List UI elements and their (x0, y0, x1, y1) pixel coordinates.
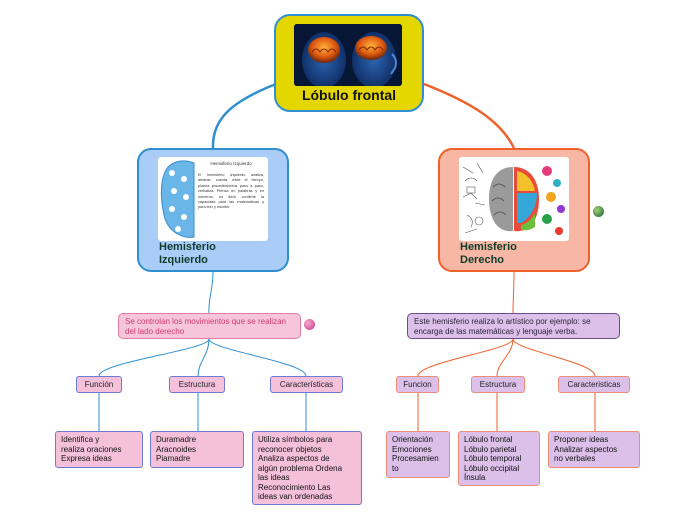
globe-icon[interactable] (304, 319, 315, 330)
leaf-line: Proponer ideas (554, 435, 609, 444)
leaf-line: Expresa ideas (61, 454, 112, 463)
left-image-text: El hemisferio izquierdo analiza, abstrae… (198, 173, 264, 210)
right-leaf-caracteristicas[interactable]: Proponer ideas Analizar aspectos no verb… (548, 431, 640, 468)
left-note[interactable]: Se controlan los movimientos que se real… (118, 313, 301, 339)
leaf-line: ideas van ordenadas (258, 492, 333, 501)
leaf-line: realiza oraciones (61, 444, 122, 454)
right-note[interactable]: Este hemisferio realiza lo artístico por… (407, 313, 620, 339)
left-hemisphere-title: Hemisferio Izquierdo (159, 241, 216, 267)
left-hemisphere-image: Hemisferio Izquierdo El hemisferio izqui… (158, 157, 268, 241)
right-hemisphere-image (459, 157, 569, 241)
leaf-line: Duramadre (156, 435, 197, 444)
leaf-line: Lóbulo parietal (464, 444, 517, 454)
leaf-line: Reconocimiento Las (258, 482, 331, 492)
leaf-line: Identifica y (61, 435, 100, 444)
leaf-line: Analizar aspectos (554, 444, 618, 454)
leaf-line: Orientación (392, 435, 433, 444)
leaf-line: Analiza aspectos de (258, 454, 330, 463)
right-hemisphere-title: Hemisferio Derecho (460, 241, 517, 267)
left-leaf-caracteristicas[interactable]: Utiliza símbolos para reconocer objetos … (252, 431, 362, 505)
leaf-line: to (392, 463, 399, 473)
right-title-line2: Derecho (460, 254, 505, 266)
right-tag-caracteristicas[interactable]: Caracteristicas (558, 376, 630, 393)
left-title-line1: Hemisferio (159, 241, 216, 253)
right-leaf-funcion[interactable]: Orientación Emociones Procesamien to (386, 431, 450, 478)
leaf-line: algún problema Ordena (258, 463, 343, 473)
brain-scan-image (294, 24, 402, 86)
left-title-line2: Izquierdo (159, 254, 208, 266)
left-image-heading: Hemisferio Izquierdo (210, 161, 252, 166)
right-tag-estructura[interactable]: Estructura (471, 376, 525, 393)
leaf-line: Utiliza símbolos para (258, 435, 333, 444)
leaf-line: las ideas (258, 473, 290, 482)
leaf-line: Aracnoides (156, 444, 197, 454)
leaf-line: Piamadre (156, 454, 191, 463)
right-leaf-estructura[interactable]: Lóbulo frontal Lóbulo parietal Lóbulo te… (458, 431, 540, 486)
leaf-line: Lóbulo temporal (464, 454, 522, 463)
leaf-line: reconocer objetos (258, 444, 322, 454)
left-leaf-funcion[interactable]: Identifica y realiza oraciones Expresa i… (55, 431, 143, 468)
leaf-line: Lóbulo frontal (464, 435, 513, 444)
left-tag-estructura[interactable]: Estructura (169, 376, 225, 393)
leaf-line: Lóbulo occipital (464, 463, 520, 473)
left-leaf-estructura[interactable]: Duramadre Aracnoides Piamadre (150, 431, 244, 468)
right-title-line1: Hemisferio (460, 241, 517, 253)
root-title: Lóbulo frontal (301, 87, 397, 103)
leaf-line: no verbales (554, 454, 596, 463)
right-tag-funcion[interactable]: Funcion (396, 376, 439, 393)
globe-icon[interactable] (593, 206, 604, 217)
left-tag-funcion[interactable]: Función (76, 376, 122, 393)
leaf-line: Procesamien (392, 454, 439, 463)
leaf-line: Emociones (392, 444, 432, 454)
leaf-line: Ínsula (464, 473, 486, 482)
left-tag-caracteristicas[interactable]: Características (270, 376, 343, 393)
